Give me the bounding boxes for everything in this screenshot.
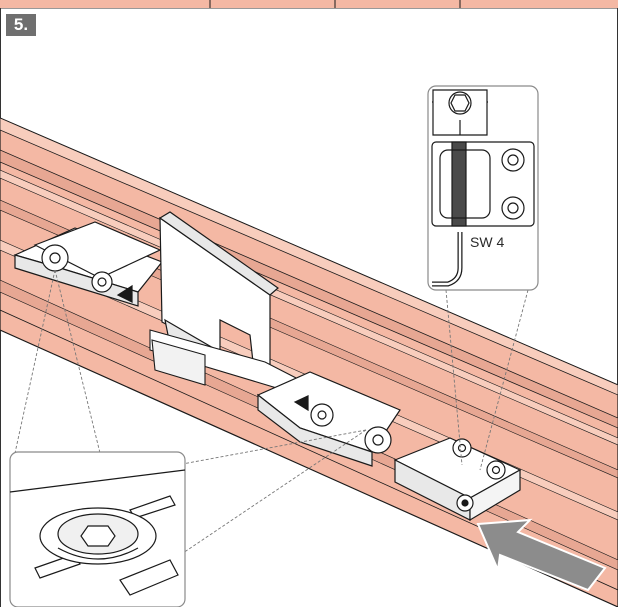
connector-housing (149, 329, 301, 396)
arrow-push-icon (476, 518, 607, 592)
step-number: 5. (6, 14, 36, 36)
hinge-plate-right (256, 371, 401, 467)
top-strip-lines (209, 0, 461, 8)
adjustment-block (393, 437, 522, 522)
inset-tool-detail (427, 85, 539, 291)
hinge-plate-left (13, 221, 163, 307)
leader-lines (14, 269, 529, 554)
tool-size-label: SW 4 (470, 234, 505, 250)
top-strip (0, 0, 618, 8)
inset-screw-detail (9, 451, 186, 607)
